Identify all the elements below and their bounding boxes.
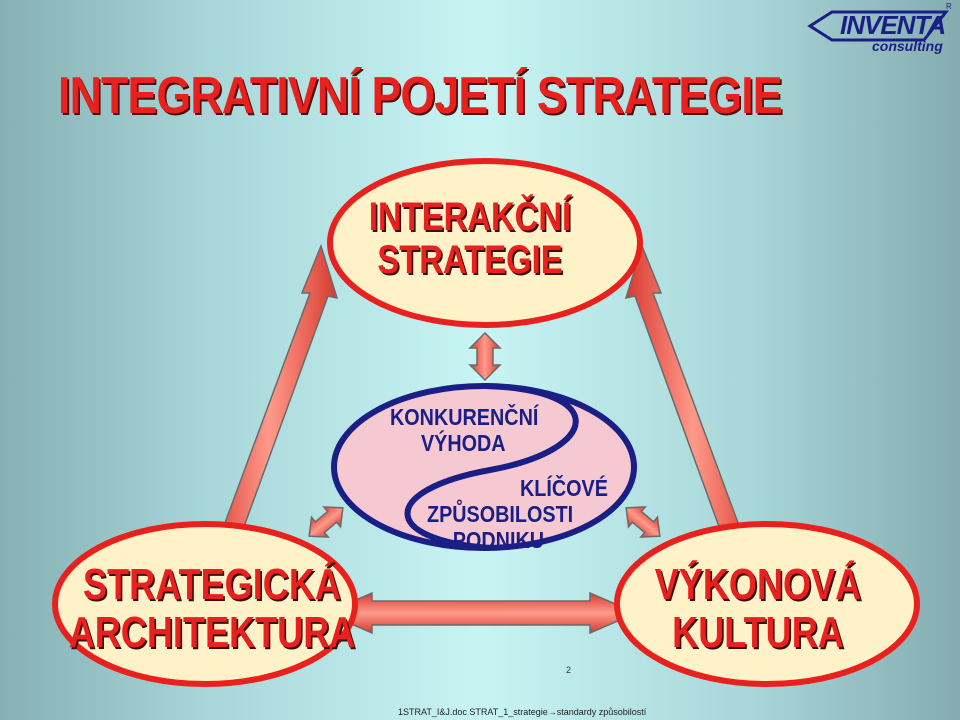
inventa-logo: INVENTA consulting [806,4,956,54]
ellipse-left [52,521,358,687]
node-left-line1: STRATEGICKÁ [83,560,341,609]
node-interaction-strategy: INTERAKČNÍ STRATEGIE [331,195,610,283]
arrow-center-left [308,506,344,538]
registered-mark: R [946,2,952,11]
page-number: 2 [566,665,572,675]
arrow-bottom [324,591,638,635]
arrow-center-top [468,331,502,382]
logo-diamond-icon [807,10,950,42]
center-b-line2: ZPŮSOBILOSTI [427,501,574,527]
logo-subtitle: consulting [872,38,943,54]
center-competitive-advantage: KONKURENČNÍ VÝHODA [390,404,538,457]
page-title: INTEGRATIVNÍ POJETÍ STRATEGIE [58,67,783,125]
node-left-line2: ARCHITEKTURA [68,607,356,657]
node-right-line2: KULTURA [672,607,844,657]
node-top-line1: INTERAKČNÍ [368,195,572,239]
center-a-line1: KONKURENČNÍ [390,404,539,430]
arrow-center-right [625,506,661,538]
node-performance-culture: VÝKONOVÁ KULTURA [610,561,905,656]
logo-brand: INVENTA [840,10,946,40]
node-top-line2: STRATEGIE [377,238,563,283]
node-right-line1: VÝKONOVÁ [654,560,862,609]
center-core-competencies: ZPŮSOBILOSTI PODNIKU [427,501,573,554]
center-b-line3: PODNIKU [452,527,545,554]
center-b-line1: KLÍČOVÉ [520,475,608,501]
center-a-line2: VÝHODA [420,430,506,457]
ellipse-right [614,521,920,687]
node-strategic-architecture: STRATEGICKÁ ARCHITEKTURA [64,561,359,656]
ellipse-top [327,158,643,328]
center-s-curve [404,383,579,551]
footer-filename: 1STRAT_I&J.doc STRAT_1_strategie→standar… [398,707,647,717]
